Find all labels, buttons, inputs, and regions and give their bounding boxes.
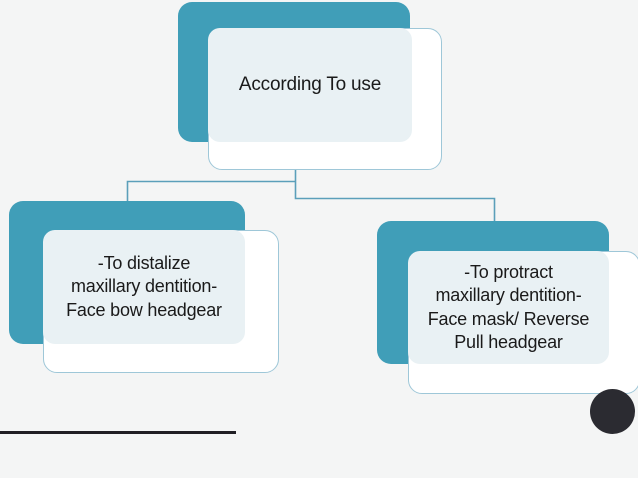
node-left-label: -To distalize maxillary dentition- Face …: [66, 252, 222, 320]
footer-rule: [0, 431, 236, 434]
node-root-fill-plate: According To use: [208, 28, 412, 142]
node-right-child[interactable]: -To protract maxillary dentition- Face m…: [377, 221, 638, 394]
node-right-label: -To protract maxillary dentition- Face m…: [427, 261, 590, 352]
corner-dot-decoration: [590, 389, 635, 434]
node-left-child[interactable]: -To distalize maxillary dentition- Face …: [9, 201, 279, 373]
node-root[interactable]: According To use: [178, 2, 442, 170]
node-root-label: According To use: [238, 73, 382, 95]
node-right-fill-plate: -To protract maxillary dentition- Face m…: [408, 251, 609, 364]
node-left-fill-plate: -To distalize maxillary dentition- Face …: [43, 230, 245, 344]
connector-to-right-child: [294, 181, 496, 222]
connector-to-left-child: [126, 180, 296, 203]
